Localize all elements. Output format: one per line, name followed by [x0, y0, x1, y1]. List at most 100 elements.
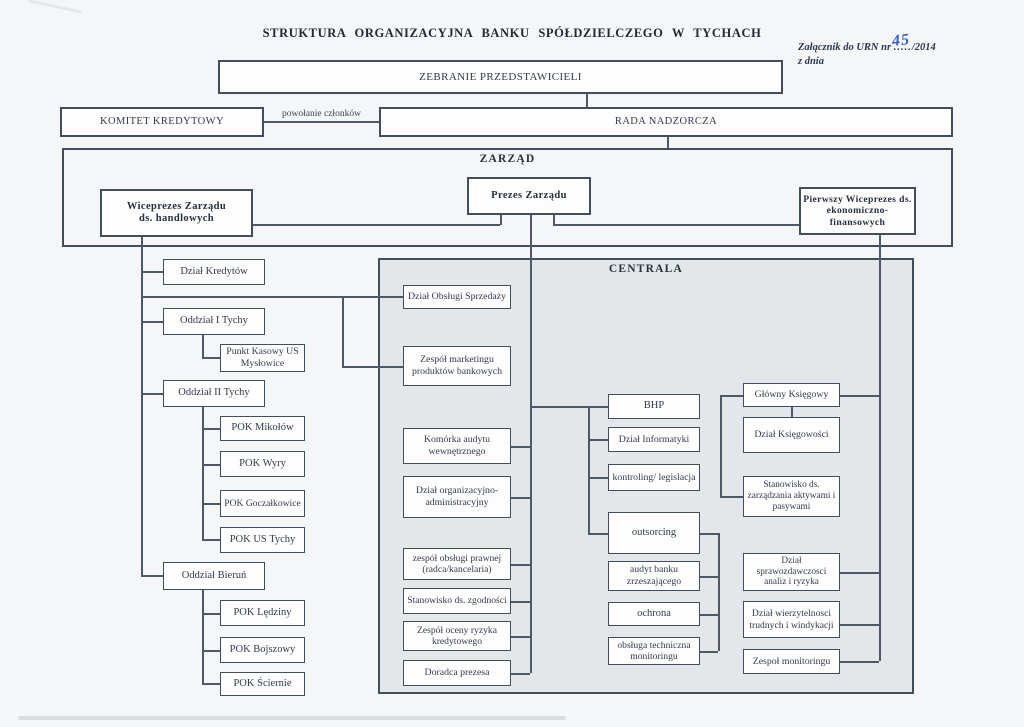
connector-line — [700, 533, 718, 535]
connector-line — [530, 215, 532, 673]
attachment-note-dots: ..... — [893, 42, 912, 53]
connector-line — [700, 576, 718, 578]
org-box-label: Stanowisko ds. zgodności — [407, 595, 507, 607]
org-box-dzial-informatyki: Dział Informatyki — [608, 427, 700, 452]
connector-line — [720, 496, 743, 498]
org-box-label: Dział Informatyki — [618, 433, 690, 445]
org-box-label: Zespół oceny ryzyka kredytowego — [417, 624, 497, 647]
connector-line — [586, 94, 588, 107]
org-box-label: Dział organizacyjno- administracyjny — [415, 485, 499, 508]
connector-line — [511, 497, 530, 499]
edge-label-powolanie-czlonkow: powołanie członków — [282, 109, 361, 119]
connector-line — [511, 601, 530, 603]
org-box-label: Oddział II Tychy — [178, 387, 250, 399]
org-box-label: Oddział I Tychy — [180, 315, 248, 327]
connector-line — [840, 572, 879, 574]
org-box-ochrona: ochrona — [608, 602, 700, 626]
connector-line — [253, 224, 500, 226]
org-box-label: audyt banku zrzeszającego — [626, 564, 682, 587]
org-box-oddzial-i-tychy: Oddział I Tychy — [163, 308, 265, 335]
connector-line — [791, 407, 793, 417]
org-box-dzial-organizacyjno-adm: Dział organizacyjno- administracyjny — [403, 476, 511, 518]
connector-line — [840, 624, 879, 626]
org-box-pok-goczalkowice: POK Goczałkowice — [220, 490, 305, 517]
connector-line — [553, 215, 555, 225]
connector-line — [840, 661, 879, 663]
org-box-komitet-kredytowy: KOMITET KREDYTOWY — [60, 107, 264, 137]
org-box-label: Dział sprawozdawczosci analiz i ryzyka — [756, 555, 827, 588]
handwritten-number: 45 — [890, 31, 911, 50]
org-box-label: POK Lędziny — [233, 606, 292, 618]
connector-line — [588, 533, 608, 535]
connector-line — [500, 215, 502, 225]
org-box-zespol-monitoringu: Zespoł monitoringu — [743, 649, 840, 674]
org-box-wiceprezes-handlowy: Wiceprezes Zarządu ds. handlowych — [100, 189, 253, 237]
org-box-pok-wyry: POK Wyry — [220, 451, 305, 477]
org-box-label: Punkt Kasowy US Mysłowice — [226, 346, 299, 369]
connector-line — [511, 673, 530, 675]
org-box-label: Wiceprezes Zarządu ds. handlowych — [126, 200, 227, 224]
frame-label-centrala: CENTRALA — [608, 263, 684, 275]
connector-line — [202, 590, 204, 684]
org-box-stanowisko-zgodnosci: Stanowisko ds. zgodności — [403, 588, 511, 614]
connector-line — [202, 539, 220, 541]
connector-line — [720, 395, 722, 496]
org-box-doradca-prezesa: Doradca prezesa — [403, 660, 511, 686]
connector-line — [342, 296, 344, 367]
org-box-label: Stanowisko ds. zarządzania aktywami i pa… — [747, 480, 836, 512]
org-box-prezes-zarzadu: Prezes Zarządu — [467, 177, 591, 215]
connector-line — [141, 296, 403, 298]
connector-line — [511, 564, 530, 566]
connector-line — [141, 321, 163, 323]
attachment-note-line2: z dnia — [798, 56, 824, 68]
connector-line — [202, 464, 220, 466]
connector-line — [553, 224, 799, 226]
org-box-label: ZEBRANIE PRZEDSTAWICIELI — [419, 70, 582, 83]
org-box-label: Pierwszy Wiceprezes ds. ekonomiczno- fin… — [803, 194, 912, 228]
org-box-outsorcing: outsorcing — [608, 512, 700, 554]
connector-line — [588, 406, 590, 533]
connector-line — [202, 407, 204, 540]
connector-line — [202, 650, 220, 652]
org-box-label: outsorcing — [631, 526, 677, 538]
org-box-zebranie-przedstawicieli: ZEBRANIE PRZEDSTAWICIELI — [218, 60, 783, 94]
org-box-label: zespół obsługi prawnej (radca/kancelaria… — [412, 552, 502, 575]
org-box-pierwszy-wiceprezes: Pierwszy Wiceprezes ds. ekonomiczno- fin… — [799, 187, 916, 235]
scan-smudge — [18, 716, 566, 720]
connector-line — [141, 237, 143, 577]
attachment-note-suffix: /2014 — [911, 42, 936, 53]
connector-line — [141, 575, 163, 577]
scan-mark — [28, 0, 83, 14]
org-box-label: Oddział Bieruń — [181, 569, 247, 581]
org-box-label: POK Goczałkowice — [224, 497, 301, 509]
org-box-dzial-kredytow: Dział Kredytów — [163, 259, 265, 285]
connector-line — [879, 235, 881, 661]
org-box-pok-ledziny: POK Lędziny — [220, 600, 305, 626]
org-box-label: RADA NADZORCZA — [614, 115, 718, 127]
org-box-label: Dział wierzytelnosci trudnych i windykac… — [749, 608, 834, 631]
connector-line — [667, 137, 669, 148]
org-box-oddzial-bierun: Oddział Bieruń — [163, 562, 265, 590]
org-box-audyt-banku-zrzeszajacego: audyt banku zrzeszającego — [608, 561, 700, 591]
connector-line — [202, 683, 220, 685]
connector-line — [840, 395, 879, 397]
org-box-label: ochrona — [637, 607, 671, 619]
org-box-bhp: BHP — [608, 394, 700, 419]
connector-line — [530, 406, 608, 408]
org-box-pok-sciernie: POK Ściernie — [220, 672, 305, 696]
attachment-note-prefix: Załącznik do URN nr — [798, 42, 894, 53]
org-box-rada-nadzorcza: RADA NADZORCZA — [379, 107, 953, 137]
org-box-punkt-kasowy-us-myslowice: Punkt Kasowy US Mysłowice — [220, 344, 305, 372]
org-box-label: Komórka audytu wewnętrznego — [423, 434, 491, 457]
connector-line — [700, 651, 718, 653]
org-box-dzial-ksiegowosci: Dział Księgowości — [743, 417, 840, 453]
org-box-label: KOMITET KREDYTOWY — [100, 115, 224, 127]
connector-line — [202, 428, 220, 430]
connector-line — [720, 395, 743, 397]
attachment-note-line1: Załącznik do URN nr .....45/2014 — [798, 31, 1013, 55]
org-box-glowny-ksiegowy: Główny Księgowy — [743, 383, 840, 407]
connector-line — [202, 357, 220, 359]
org-box-label: Dział Księgowości — [754, 429, 829, 441]
connector-line — [342, 366, 403, 368]
org-box-pok-mikolow: POK Mikołów — [220, 416, 305, 441]
